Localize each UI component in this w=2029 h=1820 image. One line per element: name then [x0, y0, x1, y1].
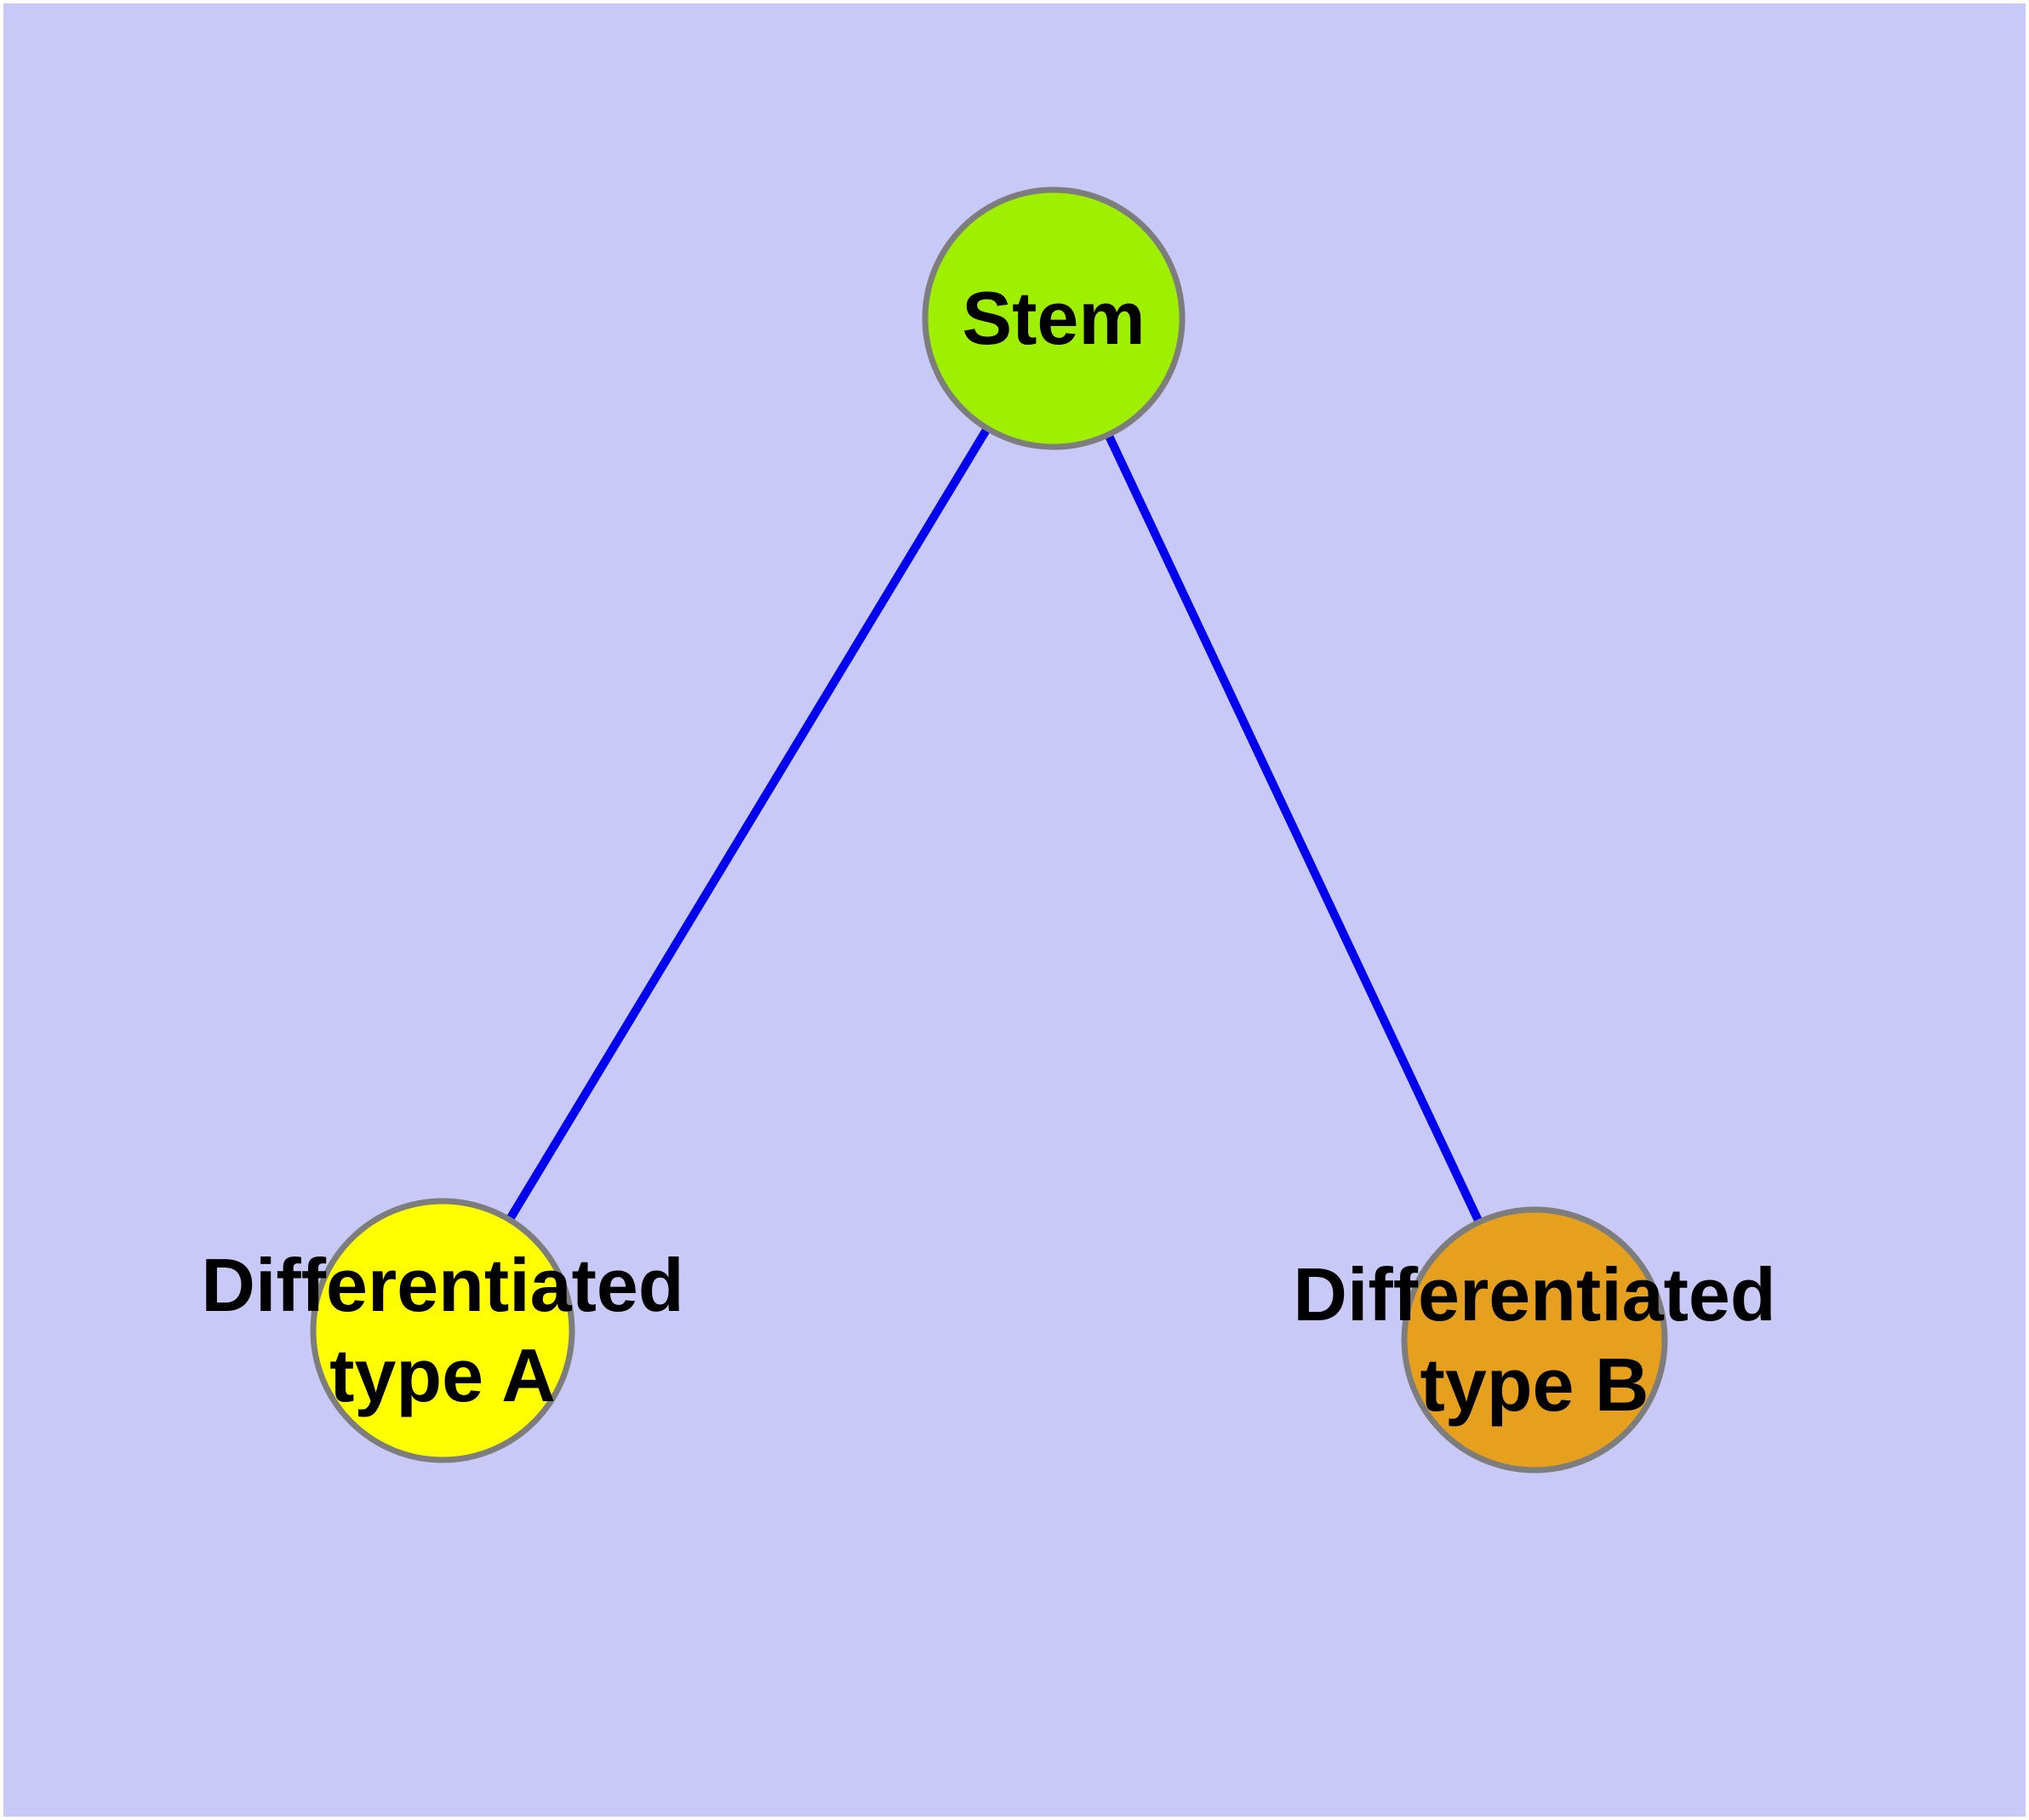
- node-differentiated-type-b-label-line2: type B: [1420, 1342, 1649, 1427]
- node-differentiated-type-b-circle: [1401, 1206, 1668, 1474]
- node-differentiated-type-a-label-line2: type A: [329, 1333, 556, 1417]
- node-differentiated-type-a-label: Differentiated type A: [201, 1240, 683, 1421]
- node-differentiated-type-a-circle: [310, 1198, 575, 1463]
- node-stem-label-line: Stem: [962, 276, 1146, 360]
- edge-stem-to-type-b: [1049, 316, 1539, 1342]
- node-stem-circle: [922, 186, 1186, 450]
- node-differentiated-type-b-label: Differentiated type B: [1293, 1250, 1775, 1430]
- node-differentiated-type-b-label-line1: Differentiated: [1293, 1252, 1776, 1336]
- edge-stem-to-type-a: [438, 316, 1058, 1333]
- node-differentiated-type-a-label-line1: Differentiated: [201, 1243, 684, 1327]
- node-stem-label: Stem: [962, 273, 1145, 363]
